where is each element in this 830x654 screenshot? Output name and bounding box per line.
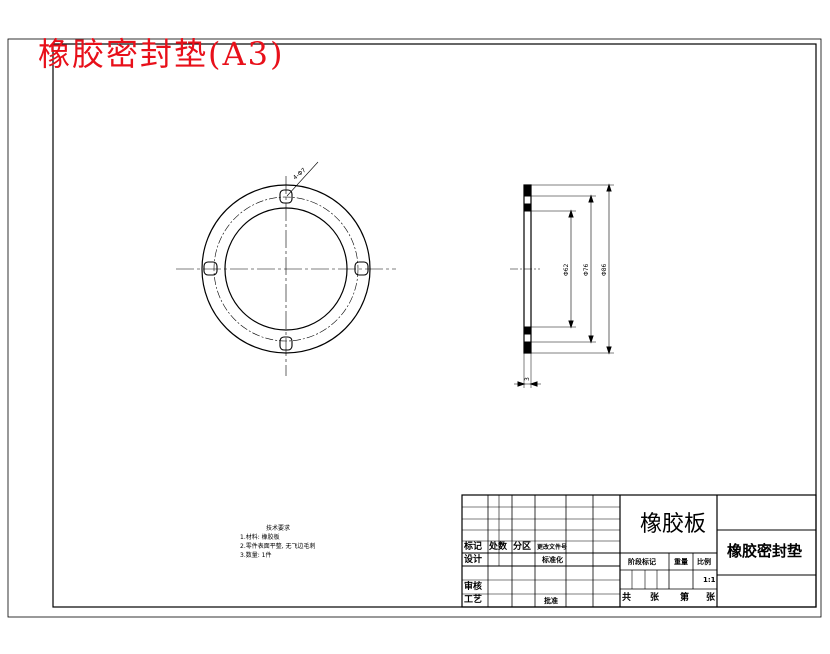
arrow-inner-top (568, 209, 574, 218)
title-block-grid (461, 494, 817, 608)
page-label: 张 (706, 593, 716, 603)
process-label: 工艺 (464, 595, 483, 605)
change-doc-label: 更改文件号 (537, 544, 568, 551)
arrow-thick-right (529, 381, 538, 387)
approve-label: 批准 (544, 597, 558, 605)
section-hatch-bottom-inner (523, 326, 532, 335)
side-view (510, 183, 614, 388)
arrow-thick-left (517, 381, 526, 387)
scale-label: 比例 (697, 558, 711, 566)
dim-outer-label: Φ86 (601, 263, 608, 276)
dim-thickness-label: 3 (524, 377, 531, 381)
count-label: 处数 (489, 542, 508, 552)
design-label: 设计 (464, 555, 483, 565)
standardize-label: 标准化 (542, 556, 563, 564)
front-view (176, 161, 396, 376)
note-line-3: 3.数量: 1件 (240, 552, 272, 559)
material-value: 橡胶板 (640, 512, 707, 537)
stage-mark-label: 阶段标记 (628, 558, 656, 566)
zone-label: 分区 (513, 542, 532, 552)
note-line-1: 1.材料: 橡胶板 (240, 534, 280, 541)
total-label: 共 (622, 593, 632, 603)
hole-callout: 4-Φ7 (292, 167, 308, 182)
bolt-hole-left (203, 261, 218, 276)
bolt-hole-right (354, 261, 369, 276)
hole-leader-line (286, 161, 319, 197)
note-line-2: 2.零件表面平整, 无飞边毛刺 (240, 543, 316, 550)
arrow-inner-bottom (568, 320, 574, 329)
part-name: 橡胶密封垫 (727, 542, 803, 560)
dim-inner-label: Φ62 (563, 263, 570, 276)
notes-heading: 技术要求 (266, 525, 291, 532)
marks-label: 标记 (464, 542, 483, 552)
arrow-outer-bottom (606, 346, 612, 355)
section-hatch-top-outer (523, 184, 532, 197)
title-block-frame (461, 494, 817, 608)
dim-middle-label: Φ76 (583, 263, 590, 276)
scale-value: 1:1 (703, 576, 716, 584)
arrow-mid-top (588, 194, 594, 203)
arrow-mid-bottom (588, 335, 594, 344)
inner-border (52, 43, 817, 608)
section-hatch-top-inner (523, 203, 532, 212)
sheet-title: 橡胶密封垫(A3) (38, 35, 285, 73)
sheet-label: 第 (680, 593, 690, 603)
review-label: 审核 (464, 582, 483, 592)
weight-label: 重量 (674, 558, 688, 566)
sheets-label: 张 (650, 593, 660, 603)
technical-notes: 技术要求 1.材料: 橡胶板 2.零件表面平整, 无飞边毛刺 3.数量: 1件 (240, 524, 316, 560)
section-hatch-bottom-outer (523, 341, 532, 354)
outer-border (7, 38, 822, 618)
arrow-outer-top (606, 183, 612, 192)
